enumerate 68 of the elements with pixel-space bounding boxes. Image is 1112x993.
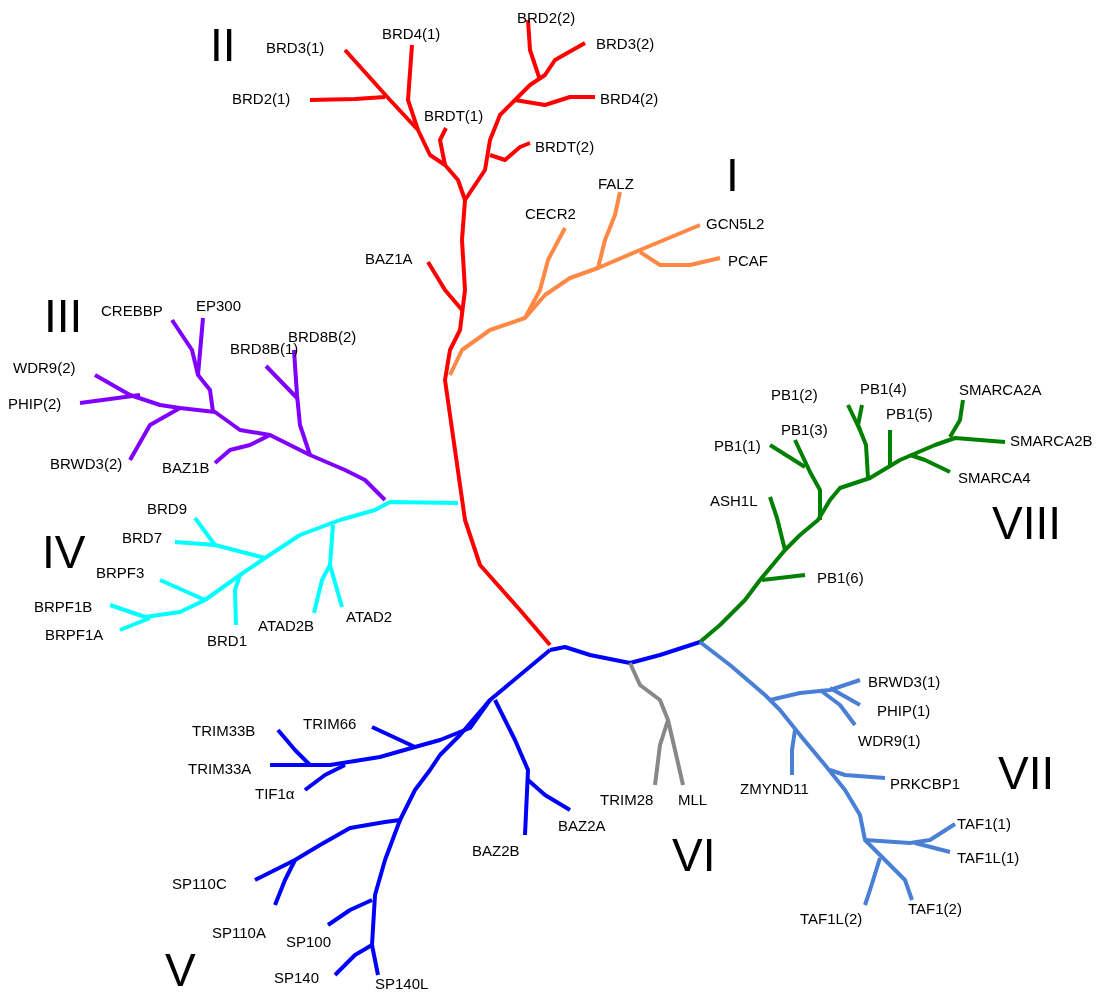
leaf-label: BAZ2A — [558, 817, 606, 833]
leaf-label: BAZ2B — [472, 842, 520, 858]
leaf-label: PB1(2) — [771, 386, 818, 402]
leaf-label: TRIM28 — [600, 791, 654, 807]
leaf-label: BRDT(2) — [535, 138, 595, 154]
leaf-label: PHIP(2) — [8, 395, 62, 411]
leaf-label: BRDT(1) — [424, 107, 484, 123]
leaf-label: BRWD3(1) — [868, 673, 941, 689]
leaf-label: PB1(5) — [886, 405, 933, 421]
leaf-label: PCAF — [728, 252, 768, 268]
leaf-label: BRD9 — [147, 500, 187, 516]
leaf-label: SP140 — [274, 969, 320, 985]
leaf-label: BRWD3(2) — [50, 455, 123, 471]
leaf-label: BRD2(1) — [232, 90, 291, 106]
leaf-label: CREBBP — [101, 302, 163, 318]
leaf-label: WDR9(1) — [858, 732, 921, 748]
leaf-label: SMARCA2B — [1010, 432, 1093, 448]
leaf-label: SP100 — [286, 933, 332, 949]
leaf-label: PB1(1) — [714, 437, 761, 453]
clade-numeral: V — [165, 947, 196, 993]
leaf-label: BRPF3 — [96, 564, 145, 580]
leaf-label: BRD7 — [122, 529, 162, 545]
clade-numeral: VIII — [992, 500, 1062, 546]
leaf-label: ATAD2B — [258, 617, 315, 633]
leaf-label: BRD4(1) — [382, 25, 441, 41]
leaf-label: BRPF1A — [45, 626, 104, 642]
clade-numeral: IV — [42, 529, 86, 575]
leaf-label: WDR9(2) — [13, 359, 76, 375]
leaf-label: CECR2 — [525, 205, 576, 221]
leaf-label: TRIM33A — [188, 760, 252, 776]
leaf-label: PRKCBP1 — [890, 775, 961, 791]
leaf-label: ASH1L — [710, 492, 758, 508]
leaf-label: SP110A — [212, 924, 266, 940]
leaf-label: BAZ1B — [162, 459, 210, 475]
leaf-label: ZMYND11 — [740, 780, 809, 796]
leaf-label: BRD2(2) — [517, 9, 576, 25]
leaf-label: PB1(3) — [781, 421, 828, 437]
leaf-label: BRD8B(2) — [288, 328, 357, 344]
leaf-label: BRD3(2) — [596, 35, 655, 51]
leaf-label: SP110C — [172, 875, 227, 891]
leaf-label: TAF1L(2) — [800, 910, 863, 926]
leaf-label: TAF1(2) — [908, 900, 962, 916]
leaf-label: TIF1α — [255, 785, 295, 801]
leaf-label: BAZ1A — [365, 250, 413, 266]
leaf-label: PB1(4) — [860, 380, 907, 396]
leaf-label: PHIP(1) — [877, 702, 931, 718]
leaf-label: BRD4(2) — [600, 90, 659, 106]
leaf-label: SMARCA2A — [959, 381, 1042, 397]
leaf-label: TRIM33B — [192, 722, 256, 738]
leaf-label: SMARCA4 — [958, 469, 1031, 485]
clade-numeral: II — [210, 22, 236, 68]
leaf-label: PB1(6) — [817, 569, 864, 585]
leaf-label: SP140L — [375, 975, 429, 991]
clade-numeral: III — [44, 293, 83, 339]
clade-numeral: VI — [672, 832, 716, 878]
leaf-label: EP300 — [196, 297, 242, 313]
leaf-label: FALZ — [598, 175, 634, 191]
leaf-label: BRD1 — [207, 632, 247, 648]
leaf-label: GCN5L2 — [706, 215, 765, 231]
leaf-label: TAF1L(1) — [957, 849, 1020, 865]
clade-numeral: VII — [998, 750, 1055, 796]
clade-numeral: I — [726, 152, 739, 198]
leaf-label: ATAD2 — [346, 608, 393, 624]
leaf-label: BRPF1B — [34, 598, 93, 614]
leaf-label: TAF1(1) — [957, 815, 1011, 831]
leaf-label: TRIM66 — [303, 715, 357, 731]
leaf-label: MLL — [678, 791, 708, 807]
leaf-label: BRD3(1) — [266, 39, 325, 55]
